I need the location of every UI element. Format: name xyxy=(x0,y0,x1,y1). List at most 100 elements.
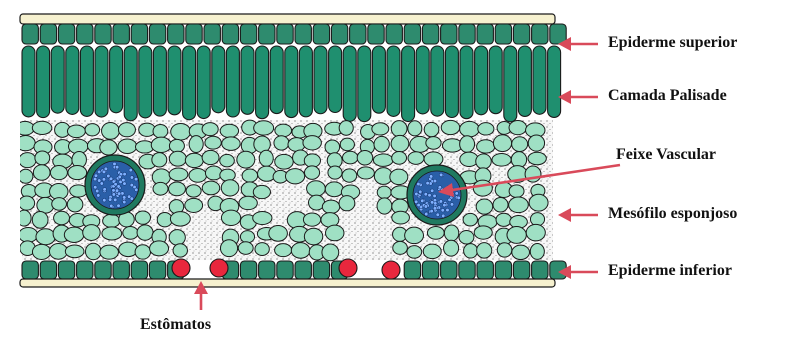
spongy-cell xyxy=(153,182,168,195)
spongy-cell xyxy=(171,123,191,140)
lower-epidermis xyxy=(22,261,566,279)
spongy-cell xyxy=(444,225,458,241)
epidermis-cell xyxy=(350,24,366,44)
palisade-cell xyxy=(372,46,385,113)
palisade-cell xyxy=(66,46,79,114)
xylem-cell xyxy=(134,188,138,192)
palisade-cell xyxy=(256,46,269,119)
spongy-cell xyxy=(530,244,544,260)
epidermis-cell xyxy=(313,261,329,279)
spongy-cell xyxy=(67,197,83,212)
spongy-cell xyxy=(463,213,477,226)
epidermis-cell xyxy=(513,261,529,279)
spongy-cell xyxy=(303,213,320,226)
spongy-cell xyxy=(173,244,187,257)
epidermis-cell xyxy=(422,261,438,279)
palisade-cell xyxy=(518,46,531,116)
epidermis-cell xyxy=(240,261,256,279)
xylem-cell xyxy=(443,203,447,207)
spongy-cell xyxy=(342,169,357,182)
epidermis-cell xyxy=(441,24,457,44)
spongy-cell xyxy=(477,140,495,153)
xylem-cell xyxy=(455,192,459,196)
epidermis-cell xyxy=(441,261,457,279)
upper-cuticle xyxy=(20,14,555,24)
spongy-cell xyxy=(492,154,511,167)
spongy-cell xyxy=(242,169,257,182)
spongy-cell xyxy=(135,245,150,259)
epidermis-cell xyxy=(368,24,384,44)
spongy-cell xyxy=(118,139,137,154)
epidermis-cell xyxy=(58,261,74,279)
spongy-cell xyxy=(85,243,101,260)
spongy-cell xyxy=(103,214,120,227)
epidermis-cell xyxy=(77,24,93,44)
spongy-cell xyxy=(119,242,138,257)
spongy-cell xyxy=(393,241,408,254)
spongy-cell xyxy=(189,169,207,183)
spongy-cell xyxy=(222,137,240,151)
epidermis-cell xyxy=(259,24,275,44)
palisade-cell xyxy=(197,46,210,119)
spongy-cell xyxy=(135,211,150,224)
palisade-cell xyxy=(358,46,371,122)
spongy-cell xyxy=(19,227,38,242)
epidermis-cell xyxy=(149,261,165,279)
xylem-cell xyxy=(122,200,126,204)
epidermis-cell xyxy=(259,261,275,279)
spongy-cell xyxy=(153,125,168,138)
palisade-cell xyxy=(110,46,123,113)
spongy-cell xyxy=(473,180,492,196)
guard-cell xyxy=(172,259,190,277)
xylem-cell xyxy=(122,196,126,200)
epidermis-cell xyxy=(495,261,511,279)
epidermis-cell xyxy=(331,24,347,44)
spongy-cell xyxy=(32,121,52,134)
xylem-cell xyxy=(424,212,428,216)
spongy-cell xyxy=(339,121,353,136)
xylem-cell xyxy=(93,185,97,189)
spongy-cell xyxy=(357,167,374,179)
xylem-cell xyxy=(439,173,443,177)
xylem-cell xyxy=(439,200,443,204)
spongy-cell xyxy=(427,226,444,239)
palisade-cell xyxy=(329,46,342,113)
xylem-cell xyxy=(436,213,440,217)
xylem-cell xyxy=(113,162,117,166)
xylem-cell xyxy=(424,192,428,196)
spongy-cell xyxy=(151,137,171,152)
xylem-cell xyxy=(115,189,119,193)
spongy-cell xyxy=(303,136,321,150)
palisade-cell xyxy=(314,46,327,114)
spongy-cell xyxy=(476,199,493,214)
spongy-cell xyxy=(275,124,292,137)
spongy-cell xyxy=(377,186,391,198)
epidermis-cell xyxy=(95,24,111,44)
guard-cell xyxy=(210,259,228,277)
xylem-cell xyxy=(122,178,126,182)
epidermis-cell xyxy=(404,261,420,279)
xylem-cell xyxy=(417,182,421,186)
palisade-cell xyxy=(124,46,137,121)
xylem-cell xyxy=(108,198,112,202)
xylem-cell xyxy=(446,208,450,212)
epidermis-cell xyxy=(459,24,475,44)
spongy-cell xyxy=(477,243,492,259)
epidermis-cell xyxy=(40,24,56,44)
spongy-cell xyxy=(326,225,344,241)
spongy-cell xyxy=(304,228,322,245)
xylem-cell xyxy=(117,204,121,208)
spongy-cell xyxy=(202,181,220,195)
spongy-cell xyxy=(325,140,340,154)
xylem-cell xyxy=(433,207,437,211)
xylem-cell xyxy=(414,200,418,204)
xylem-cell xyxy=(457,196,461,200)
xylem-cell xyxy=(112,189,116,193)
spongy-cell xyxy=(512,245,530,259)
spongy-cell xyxy=(237,151,255,168)
spongy-cell xyxy=(528,135,544,151)
spongy-cell xyxy=(285,169,304,184)
spongy-cell xyxy=(52,198,67,211)
xylem-cell xyxy=(97,194,101,198)
xylem-cell xyxy=(420,199,424,203)
